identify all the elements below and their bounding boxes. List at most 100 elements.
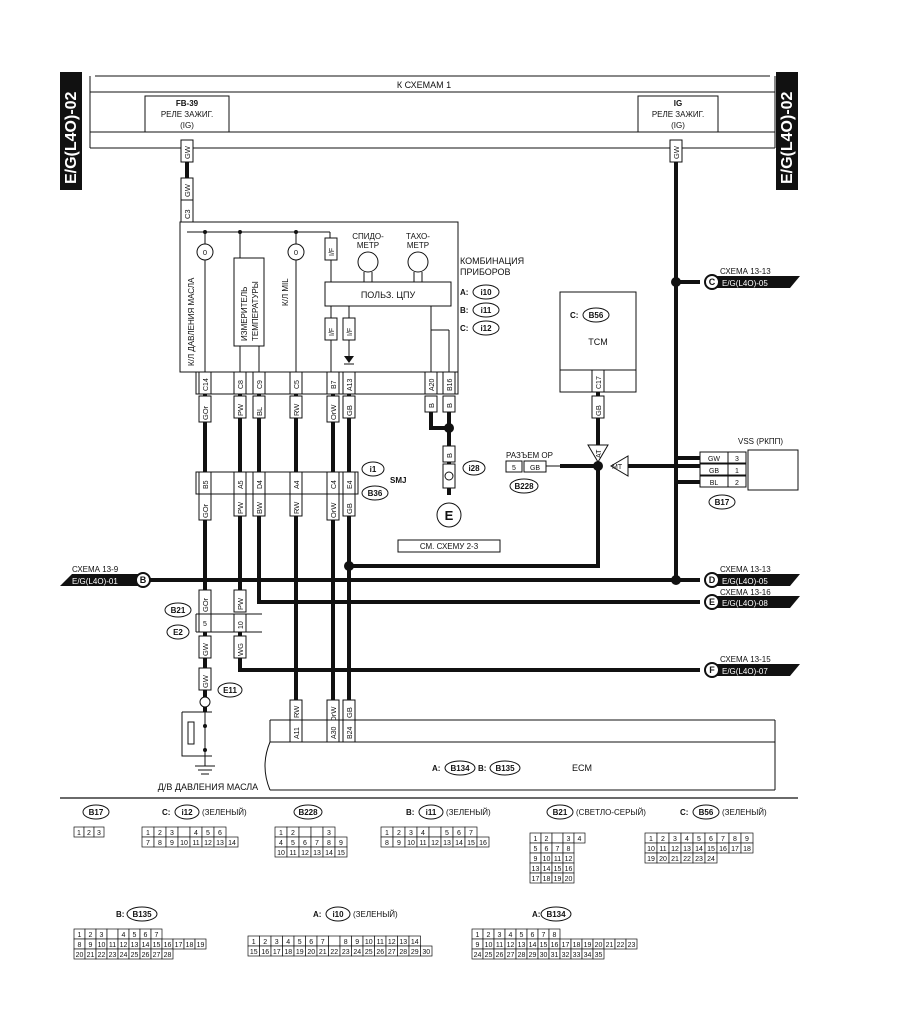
ecm-conn-a-id: B134 [450,764,470,773]
legend-b134-prefix: A: [532,910,540,919]
combo-title-1: КОМБИНАЦИЯ [460,256,524,266]
legend-b21-pin: 5 [534,846,538,853]
combo-pin-5: A13 [347,378,354,391]
legend-i11-pin: 15 [467,840,475,847]
legend-b228-pin: 3 [327,830,331,837]
legend-b228-pin: 11 [289,850,296,857]
legend-i11-pin: 10 [407,840,415,847]
legend-b134-cell [625,938,638,950]
legend-b134-pin: 10 [485,942,493,949]
wire-tags: GW GW GW C3 GOr PW BL RW OrW GB B B B GB… [180,139,683,725]
legend-b135-cell [161,948,174,960]
legend-i10-pin: 24 [353,949,361,956]
legend-b134-pin: 33 [573,952,581,959]
legend-b135-pin: 25 [131,952,139,959]
tag-orw-2: OrW [329,502,338,518]
legend-i11-pin: 13 [443,840,451,847]
smj-pin-2: D4 [257,480,264,489]
combo-conn-a: A: [460,288,468,297]
smj-pin-1: A5 [238,480,245,489]
legend-b134-pin: 19 [584,942,592,949]
legend-b56-pin: 8 [733,836,737,843]
vss-row1-color: GB [709,468,719,475]
tag-rw-2: RW [292,501,301,514]
legend-b56-pin: 1 [649,836,653,843]
tag-rw-1: RW [292,403,301,416]
legend-b21-pin: 3 [567,836,571,843]
ref-c-page: E/G(L4O)-05 [722,279,768,288]
legend-b135-pin: 23 [109,952,117,959]
top-bus: К СХЕМАМ 1 FB-39 РЕЛЕ ЗАЖИГ. (IG) IG РЕЛ… [89,75,776,149]
legend-i12-pin: 8 [158,840,162,847]
op-pin: 5 [512,465,516,472]
legend-i12-pin: 4 [194,830,198,837]
tacho-label1: ТАХО- [406,232,430,241]
legend-i11-cell [476,836,490,848]
legend-b134-pin: 27 [507,952,515,959]
combo-conn-c-id: i12 [480,324,492,333]
legend-b135-pin: 1 [78,932,82,939]
speedo-label2: МЕТР [357,241,379,250]
smj-id1: i1 [370,465,377,474]
tag-gb-3: GB [345,707,354,718]
legend-b56-pin: 14 [695,846,703,853]
legend-b134-pin: 30 [540,952,548,959]
legend-b56-pin: 6 [709,836,713,843]
legend-i11-pin: 8 [385,840,389,847]
if-label-2: I/F [329,328,336,336]
legend-i12-pin: 1 [146,830,150,837]
legend-b21-pin: 9 [534,856,538,863]
legend-i12-pin: 14 [228,840,236,847]
legend-b56-pin: 2 [661,836,665,843]
legend-b134-pin: 24 [474,952,482,959]
ecm-name: ECM [572,763,592,773]
legend-i11-pin: 12 [431,840,439,847]
fuse-left-sub: (IG) [180,121,194,130]
legend-b56-prefix: C: [680,808,688,817]
combo-conn-b-id: i11 [481,306,492,315]
temp-gauge-label1: ИЗМЕРИТЕЛЬ [240,287,249,341]
tag-pw-1: PW [236,403,245,416]
tag-gb-2: GB [345,503,354,514]
page-tag-right: E/G(L4O)-02 [776,72,798,190]
legend-i11-pin: 1 [385,830,389,837]
tag-wg: WG [236,643,245,656]
combo-pin-1: C8 [238,380,245,389]
legend-b135-cell [194,938,207,950]
legend-b228-cell [298,826,312,838]
tag-b-1: B [427,403,436,408]
legend-b56-pin: 22 [683,856,691,863]
legend-i12-pin: 3 [170,830,174,837]
legend-b56-pin: 4 [685,836,689,843]
legend-b228-pin: 15 [337,850,345,857]
if-label-1: I/F [329,248,336,256]
ref-f-letter: F [709,665,715,675]
legend-b134-pin: 7 [542,932,546,939]
smj-connector: B5 A5 D4 A4 C4 E4 i1 SMJ B36 [195,461,406,501]
legend-i11-pin: 9 [397,840,401,847]
legend-b135-pin: 20 [76,952,84,959]
legend-b56-color: (ЗЕЛЕНЫЙ) [722,808,767,817]
legend-i10-id: i10 [332,910,344,919]
combo-conn-b: B: [460,306,468,315]
legend-b56-pin: 11 [659,846,666,853]
legend-b135-pin: 22 [98,952,106,959]
legend-b135-pin: 11 [109,942,116,949]
legend-i12-pin: 12 [204,840,212,847]
legend-b228-pin: 5 [291,840,295,847]
legend-i10-pin: 2 [263,939,267,946]
legend-b135-pin: 21 [87,952,95,959]
tag-b-3: B [445,453,454,458]
tcm-pin: C17 [596,376,603,389]
legend-b228-pin: 12 [301,850,309,857]
legend-b134-pin: 21 [606,942,614,949]
ref-e-letter: E [709,597,715,607]
legend-b21-pin: 17 [532,876,540,883]
legend-b134-cell [592,948,605,960]
legend-i12-pin: 2 [158,830,162,837]
legend-i12-pin: 13 [216,840,224,847]
b21-pin2: 10 [238,621,245,629]
legend-b134-pin: 29 [529,952,537,959]
tag-gor-3: GOr [201,597,210,612]
fuse-left-name: РЕЛЕ ЗАЖИГ. [161,110,213,119]
